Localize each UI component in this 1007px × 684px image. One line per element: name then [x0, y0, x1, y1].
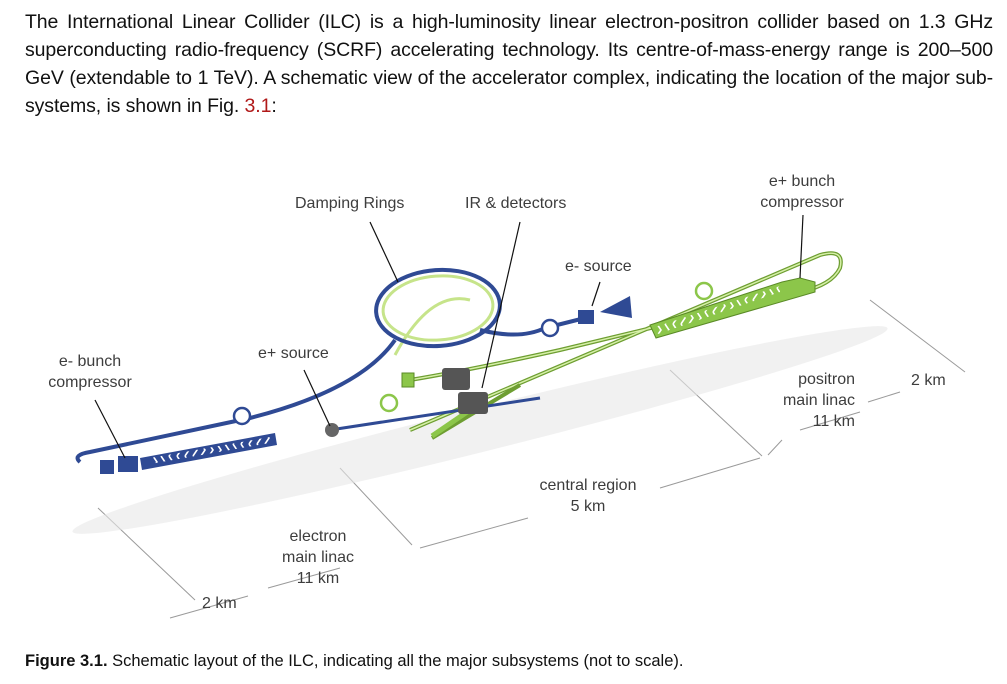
label-right-2km: 2 km	[911, 372, 946, 389]
positron-icon	[379, 393, 399, 413]
label-line: 5 km	[570, 498, 606, 515]
detector	[458, 392, 488, 414]
ilc-schematic-diagram	[72, 214, 966, 619]
label-line: 11 km	[812, 413, 855, 430]
label-line: e- bunch	[58, 353, 122, 370]
label-e-minus-bunch-compressor: e- bunch compressor	[40, 351, 140, 393]
label-line: compressor	[48, 374, 132, 391]
label-central-region: central region 5 km	[518, 475, 658, 517]
pointer-arrows	[94, 214, 804, 459]
label-line: central region	[539, 477, 637, 494]
label-line: main linac	[782, 392, 855, 409]
intro-paragraph: The International Linear Collider (ILC) …	[25, 8, 993, 120]
label-damping-rings: Damping Rings	[295, 195, 405, 212]
label-line: positron	[798, 371, 855, 388]
label-ir-detectors: IR & detectors	[465, 195, 567, 212]
electron-icon	[232, 406, 252, 426]
figure-reference-link[interactable]: 3.1	[244, 95, 272, 117]
paragraph-text: The International Linear Collider (ILC) …	[25, 11, 993, 117]
label-line: electron	[289, 528, 347, 545]
positron-icon	[694, 281, 714, 301]
label-positron-main-linac: positron main linac 11 km	[755, 369, 855, 432]
caption-label: Figure 3.1.	[25, 652, 108, 670]
label-e-plus-source: e+ source	[258, 345, 329, 362]
electron-icon	[540, 318, 560, 338]
electron-beamline	[75, 267, 586, 464]
label-line: e+ bunch	[768, 173, 836, 190]
label-line: main linac	[281, 549, 355, 566]
label-line: compressor	[760, 194, 844, 211]
label-line: 11 km	[296, 570, 340, 587]
label-e-plus-bunch-compressor: e+ bunch compressor	[752, 171, 852, 213]
label-e-minus-source: e- source	[565, 258, 632, 275]
paragraph-text-end: :	[271, 95, 277, 117]
label-left-2km: 2 km	[202, 595, 237, 612]
label-electron-main-linac: electron main linac 11 km	[258, 526, 378, 589]
electron-source	[578, 310, 594, 324]
positron-source	[325, 423, 339, 437]
caption-text: Schematic layout of the ILC, indicating …	[112, 652, 684, 670]
figure-caption: Figure 3.1. Schematic layout of the ILC,…	[25, 652, 683, 671]
detector	[442, 368, 470, 390]
